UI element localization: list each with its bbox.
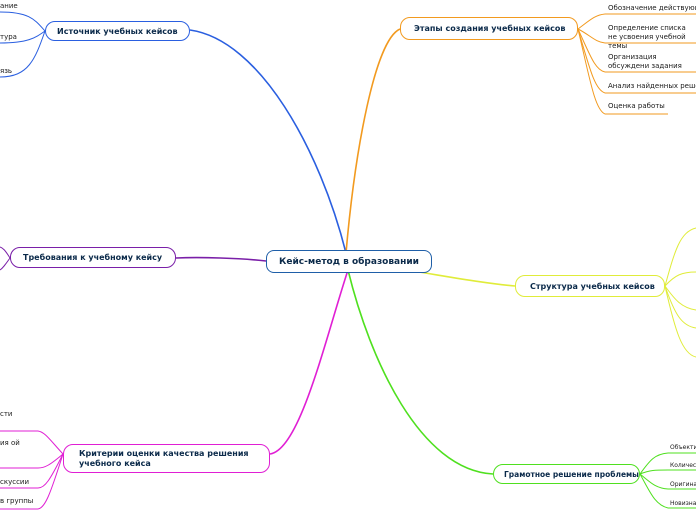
leaf-solution-1[interactable]: Объекти (670, 444, 696, 451)
leaf-source-1[interactable]: ание (0, 2, 18, 10)
leaf-source-3[interactable]: язь (0, 67, 13, 75)
leaf-solution-3[interactable]: Оригина (670, 481, 696, 488)
leaf-stages-5[interactable]: Оценка работы (608, 102, 665, 110)
branch-structure[interactable]: Структура учебных кейсов (515, 275, 665, 297)
leaf-criteria-2[interactable]: ия ой (0, 439, 20, 447)
leaf-stages-1[interactable]: Обозначение действующ (608, 4, 696, 12)
leaf-solution-2[interactable]: Количес (670, 462, 696, 469)
leaf-solution-4[interactable]: Новизна (670, 500, 696, 507)
leaf-stages-4[interactable]: Анализ найденных реше (608, 82, 696, 90)
connector-center-solution (347, 269, 494, 475)
branch-solution[interactable]: Грамотное решение проблемы (493, 464, 640, 484)
connector-center-stages (345, 28, 401, 254)
branch-stages[interactable]: Этапы создания учебных кейсов (400, 17, 578, 40)
leaf-criteria-4[interactable]: в группы (0, 497, 34, 505)
branch-requirements[interactable]: Требования к учебному кейсу (10, 247, 176, 268)
leaf-criteria-1[interactable]: сти (0, 410, 13, 418)
branch-source[interactable]: Источник учебных кейсов (45, 21, 190, 41)
connector-center-requirements (175, 256, 267, 262)
leaf-stages-3[interactable]: Организация обсуждени задания (608, 53, 682, 70)
connector-center-source (189, 29, 347, 254)
connector-center-criteria (269, 269, 349, 455)
branch-criteria[interactable]: Критерии оценки качества решения учебног… (63, 444, 270, 473)
leaf-stages-2[interactable]: Определение списка не усвоения учебной т… (608, 24, 686, 50)
leaf-source-2[interactable]: тура (0, 33, 17, 41)
leaf-criteria-3[interactable]: скуссии (0, 478, 30, 486)
central-topic[interactable]: Кейс-метод в образовании (266, 250, 432, 273)
